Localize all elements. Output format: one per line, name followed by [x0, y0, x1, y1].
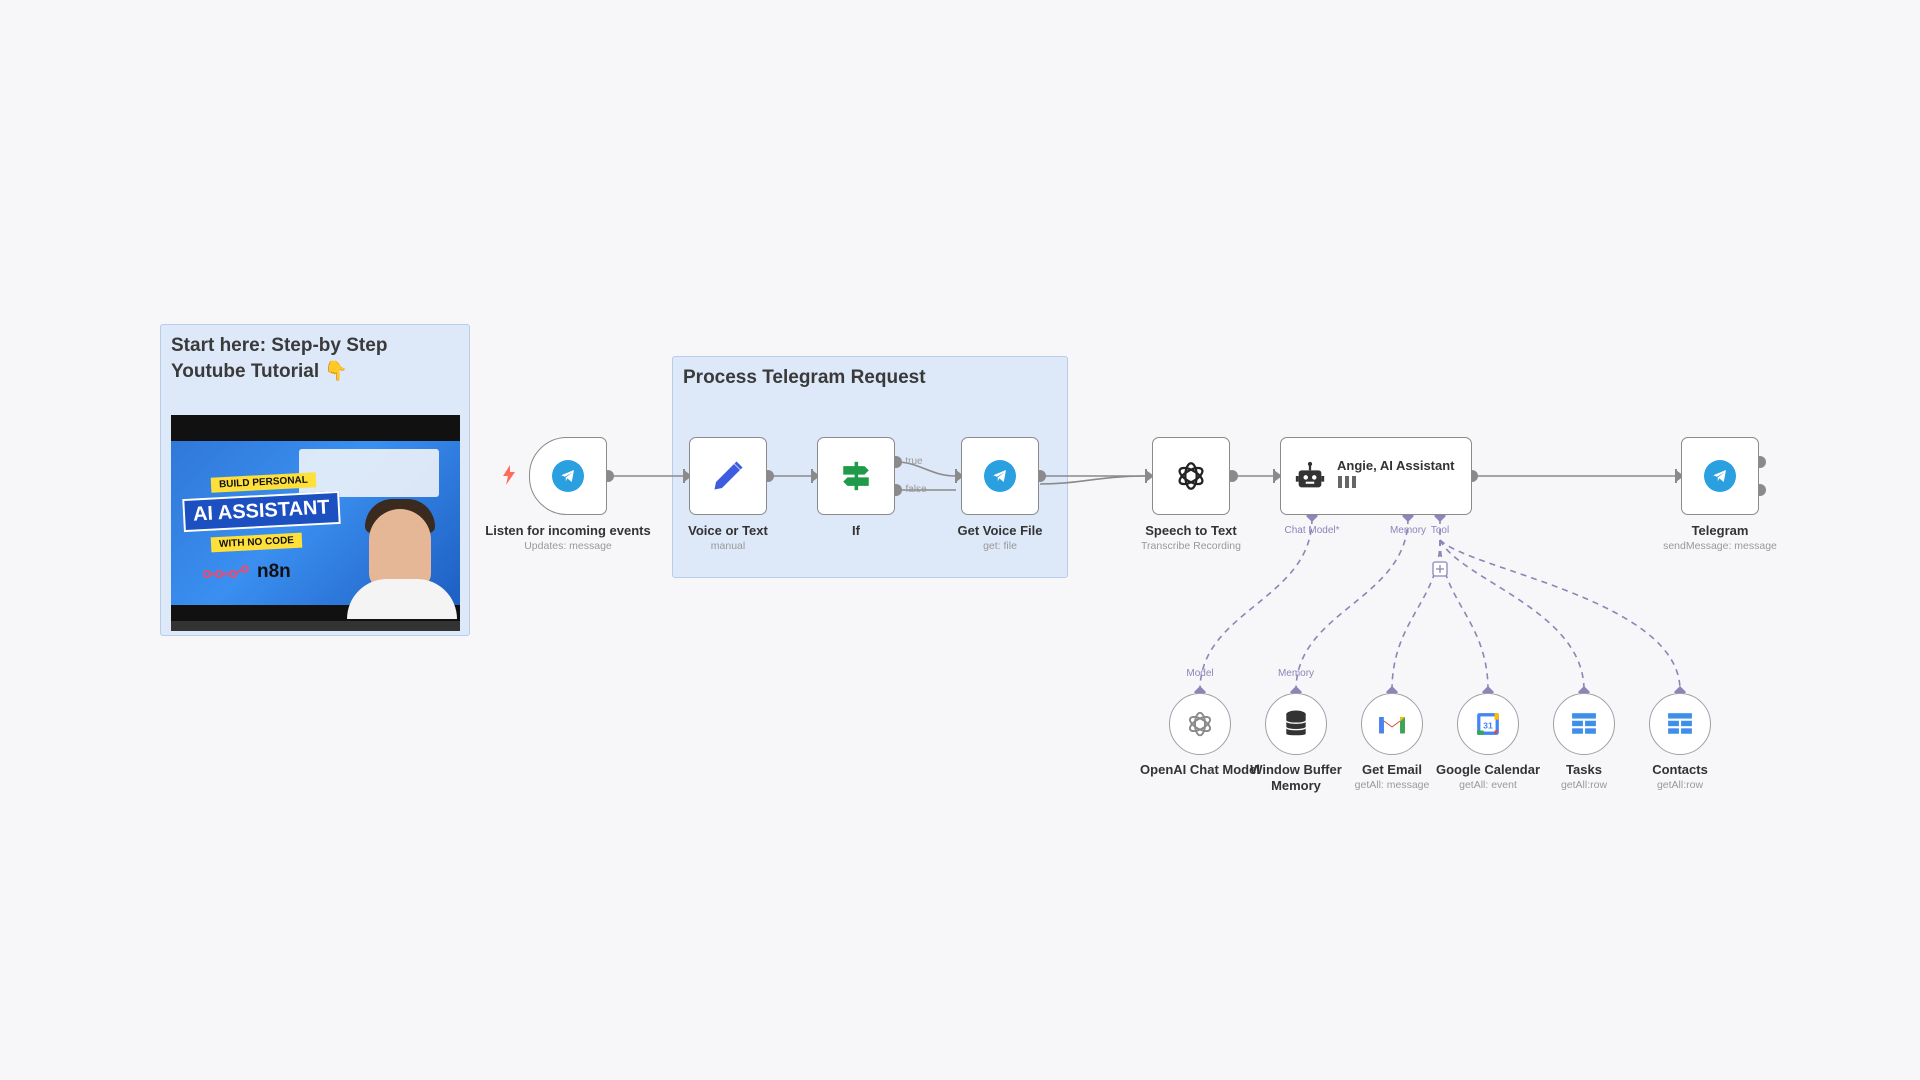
- node-get-voice-file-label: Get Voice File: [957, 523, 1043, 538]
- signpost-icon: [843, 461, 869, 491]
- subnode-memory-label-line2: Memory: [1271, 778, 1321, 793]
- sticky-note-tutorial[interactable]: Start here: Step-by Step Youtube Tutoria…: [160, 324, 470, 636]
- node-telegram-sub: sendMessage: message: [1663, 540, 1777, 552]
- sticky-tutorial-title-line2: Youtube Tutorial 👇: [171, 361, 349, 382]
- subnode-port-memory-label: Memory: [1277, 668, 1315, 679]
- telegram-icon: [1704, 460, 1736, 492]
- video-artwork: BUILD PERSONAL AI ASSISTANT WITH NO CODE…: [171, 441, 460, 619]
- node-telegram-send[interactable]: [1681, 437, 1759, 515]
- subnode-get-email-sub: getAll: message: [1354, 779, 1430, 791]
- if-output-true-label: true: [905, 456, 923, 467]
- subnode-contacts-label: Contacts: [1652, 762, 1708, 777]
- port-chat-model-label: Chat Model*: [1284, 525, 1340, 536]
- subnode-tasks-label: Tasks: [1566, 762, 1602, 777]
- pencil-icon: [714, 461, 743, 490]
- video-badge-bottom: WITH NO CODE: [210, 532, 303, 553]
- if-output-false-label: false: [905, 484, 927, 495]
- table-icon: [1572, 713, 1596, 734]
- video-person-face: [369, 509, 431, 589]
- port-tool-label: Tool: [1430, 525, 1450, 536]
- openai-icon: [1189, 711, 1211, 737]
- node-voice-or-text-label: Voice or Text: [688, 523, 768, 538]
- node-get-voice-file[interactable]: [961, 437, 1039, 515]
- node-telegram-label: Telegram: [1691, 523, 1749, 538]
- table-icon: [1668, 713, 1692, 734]
- agent-status-icon: [1338, 476, 1356, 488]
- youtube-video-thumbnail[interactable]: BUILD PERSONAL AI ASSISTANT WITH NO CODE…: [171, 415, 460, 631]
- node-listen-for-incoming-events[interactable]: [529, 437, 607, 515]
- node-voice-or-text[interactable]: [689, 437, 767, 515]
- node-if-label: If: [852, 523, 860, 538]
- video-person-shirt: [347, 579, 457, 619]
- subnode-google-calendar-label: Google Calendar: [1435, 762, 1541, 777]
- node-get-voice-file-sub: get: file: [983, 540, 1017, 552]
- sticky-process-title: Process Telegram Request: [683, 367, 926, 388]
- video-progress-bar[interactable]: [171, 621, 460, 631]
- subnode-window-buffer-memory[interactable]: [1265, 693, 1327, 755]
- subnode-memory-label: Window Buffer Memory: [1250, 762, 1342, 794]
- subnode-contacts-sub: getAll:row: [1656, 779, 1704, 791]
- subnode-tasks[interactable]: [1553, 693, 1615, 755]
- subnode-contacts[interactable]: [1649, 693, 1711, 755]
- node-ai-assistant[interactable]: Angie, AI Assistant: [1280, 437, 1472, 515]
- subnode-google-calendar[interactable]: 31: [1457, 693, 1519, 755]
- robot-icon: [1295, 461, 1325, 488]
- n8n-logo-icon: [203, 565, 249, 578]
- port-memory-label: Memory: [1389, 525, 1427, 536]
- subnode-get-email-label: Get Email: [1362, 762, 1422, 777]
- video-screen-graphic: [299, 449, 439, 497]
- database-icon: [1285, 710, 1307, 736]
- subnode-openai-label: OpenAI Chat Model: [1140, 762, 1260, 777]
- subnode-tasks-sub: getAll:row: [1560, 779, 1608, 791]
- trigger-bolt-icon: [503, 465, 515, 485]
- node-listen-label: Listen for incoming events: [485, 523, 651, 538]
- subnode-get-email[interactable]: [1361, 693, 1423, 755]
- subnode-memory-label-line1: Window Buffer: [1250, 762, 1342, 777]
- subnode-openai-chat-model[interactable]: [1169, 693, 1231, 755]
- telegram-icon: [552, 460, 584, 492]
- subnode-port-model-label: Model: [1186, 668, 1214, 679]
- openai-icon: [1178, 462, 1204, 490]
- node-listen-sub: Updates: message: [524, 540, 612, 552]
- svg-text:31: 31: [1483, 720, 1493, 730]
- sticky-tutorial-title: Start here: Step-by Step Youtube Tutoria…: [171, 333, 387, 385]
- node-speech-to-text[interactable]: [1152, 437, 1230, 515]
- node-voice-or-text-sub: manual: [710, 540, 746, 552]
- node-ai-assistant-title: Angie, AI Assistant: [1337, 458, 1455, 473]
- telegram-icon: [984, 460, 1016, 492]
- video-headline: AI ASSISTANT: [182, 490, 341, 533]
- sticky-tutorial-title-line1: Start here: Step-by Step: [171, 335, 388, 356]
- video-brand: n8n: [257, 561, 291, 582]
- node-speech-to-text-label: Speech to Text: [1145, 523, 1237, 538]
- subnode-google-calendar-sub: getAll: event: [1459, 779, 1517, 791]
- gmail-icon: [1379, 717, 1405, 734]
- calendar-icon: 31: [1477, 713, 1499, 735]
- node-if[interactable]: [817, 437, 895, 515]
- node-speech-to-text-sub: Transcribe Recording: [1141, 540, 1241, 552]
